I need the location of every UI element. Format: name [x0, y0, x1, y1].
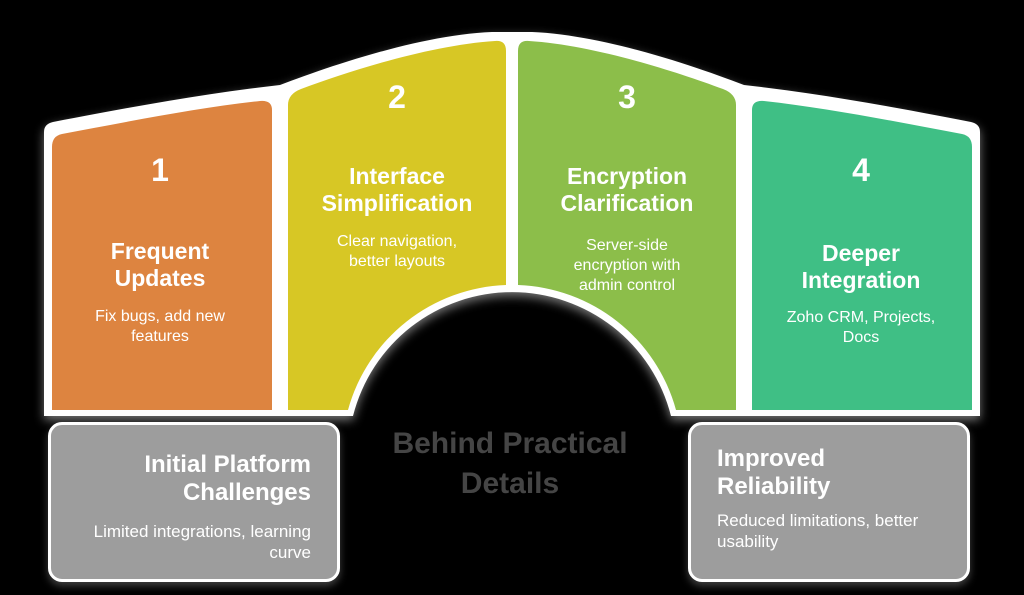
segment-3-subtitle: Server-side encryption with admin contro… — [573, 237, 681, 294]
segment-1-subtitle: Fix bugs, add new features — [95, 308, 225, 345]
diagram-title: Behind Practical Details — [392, 427, 628, 500]
segment-2-title: Interface Simplification — [321, 163, 473, 216]
segment-1-number: 1 — [151, 152, 169, 188]
segment-4-subtitle: Zoho CRM, Projects, Docs — [786, 309, 936, 346]
segment-4-title: Deeper Integration — [801, 240, 921, 293]
segment-3-title: Encryption Clarification — [560, 163, 694, 216]
segment-2-subtitle: Clear navigation, better layouts — [336, 233, 458, 270]
segment-2-number: 2 — [388, 79, 406, 115]
segment-3-number: 3 — [618, 79, 636, 115]
challenges-card-subtitle: Limited integrations, learning curve — [93, 522, 311, 562]
outcome-card: Improved Reliability Reduced limitations… — [688, 422, 970, 582]
outcome-card-title: Improved Reliability — [717, 445, 831, 500]
segment-4-number: 4 — [852, 152, 870, 188]
segment-4-shape — [752, 100, 972, 410]
challenges-card: Initial Platform Challenges Limited inte… — [48, 422, 340, 582]
segment-2-shape — [288, 40, 506, 411]
segment-1-shape — [52, 100, 272, 410]
outcome-card-subtitle: Reduced limitations, better usability — [717, 511, 919, 551]
segment-1-title: Frequent Updates — [110, 238, 210, 291]
arch-outline-backing — [44, 32, 980, 416]
segment-3-shape — [518, 40, 736, 411]
challenges-card-title: Initial Platform Challenges — [144, 451, 311, 506]
